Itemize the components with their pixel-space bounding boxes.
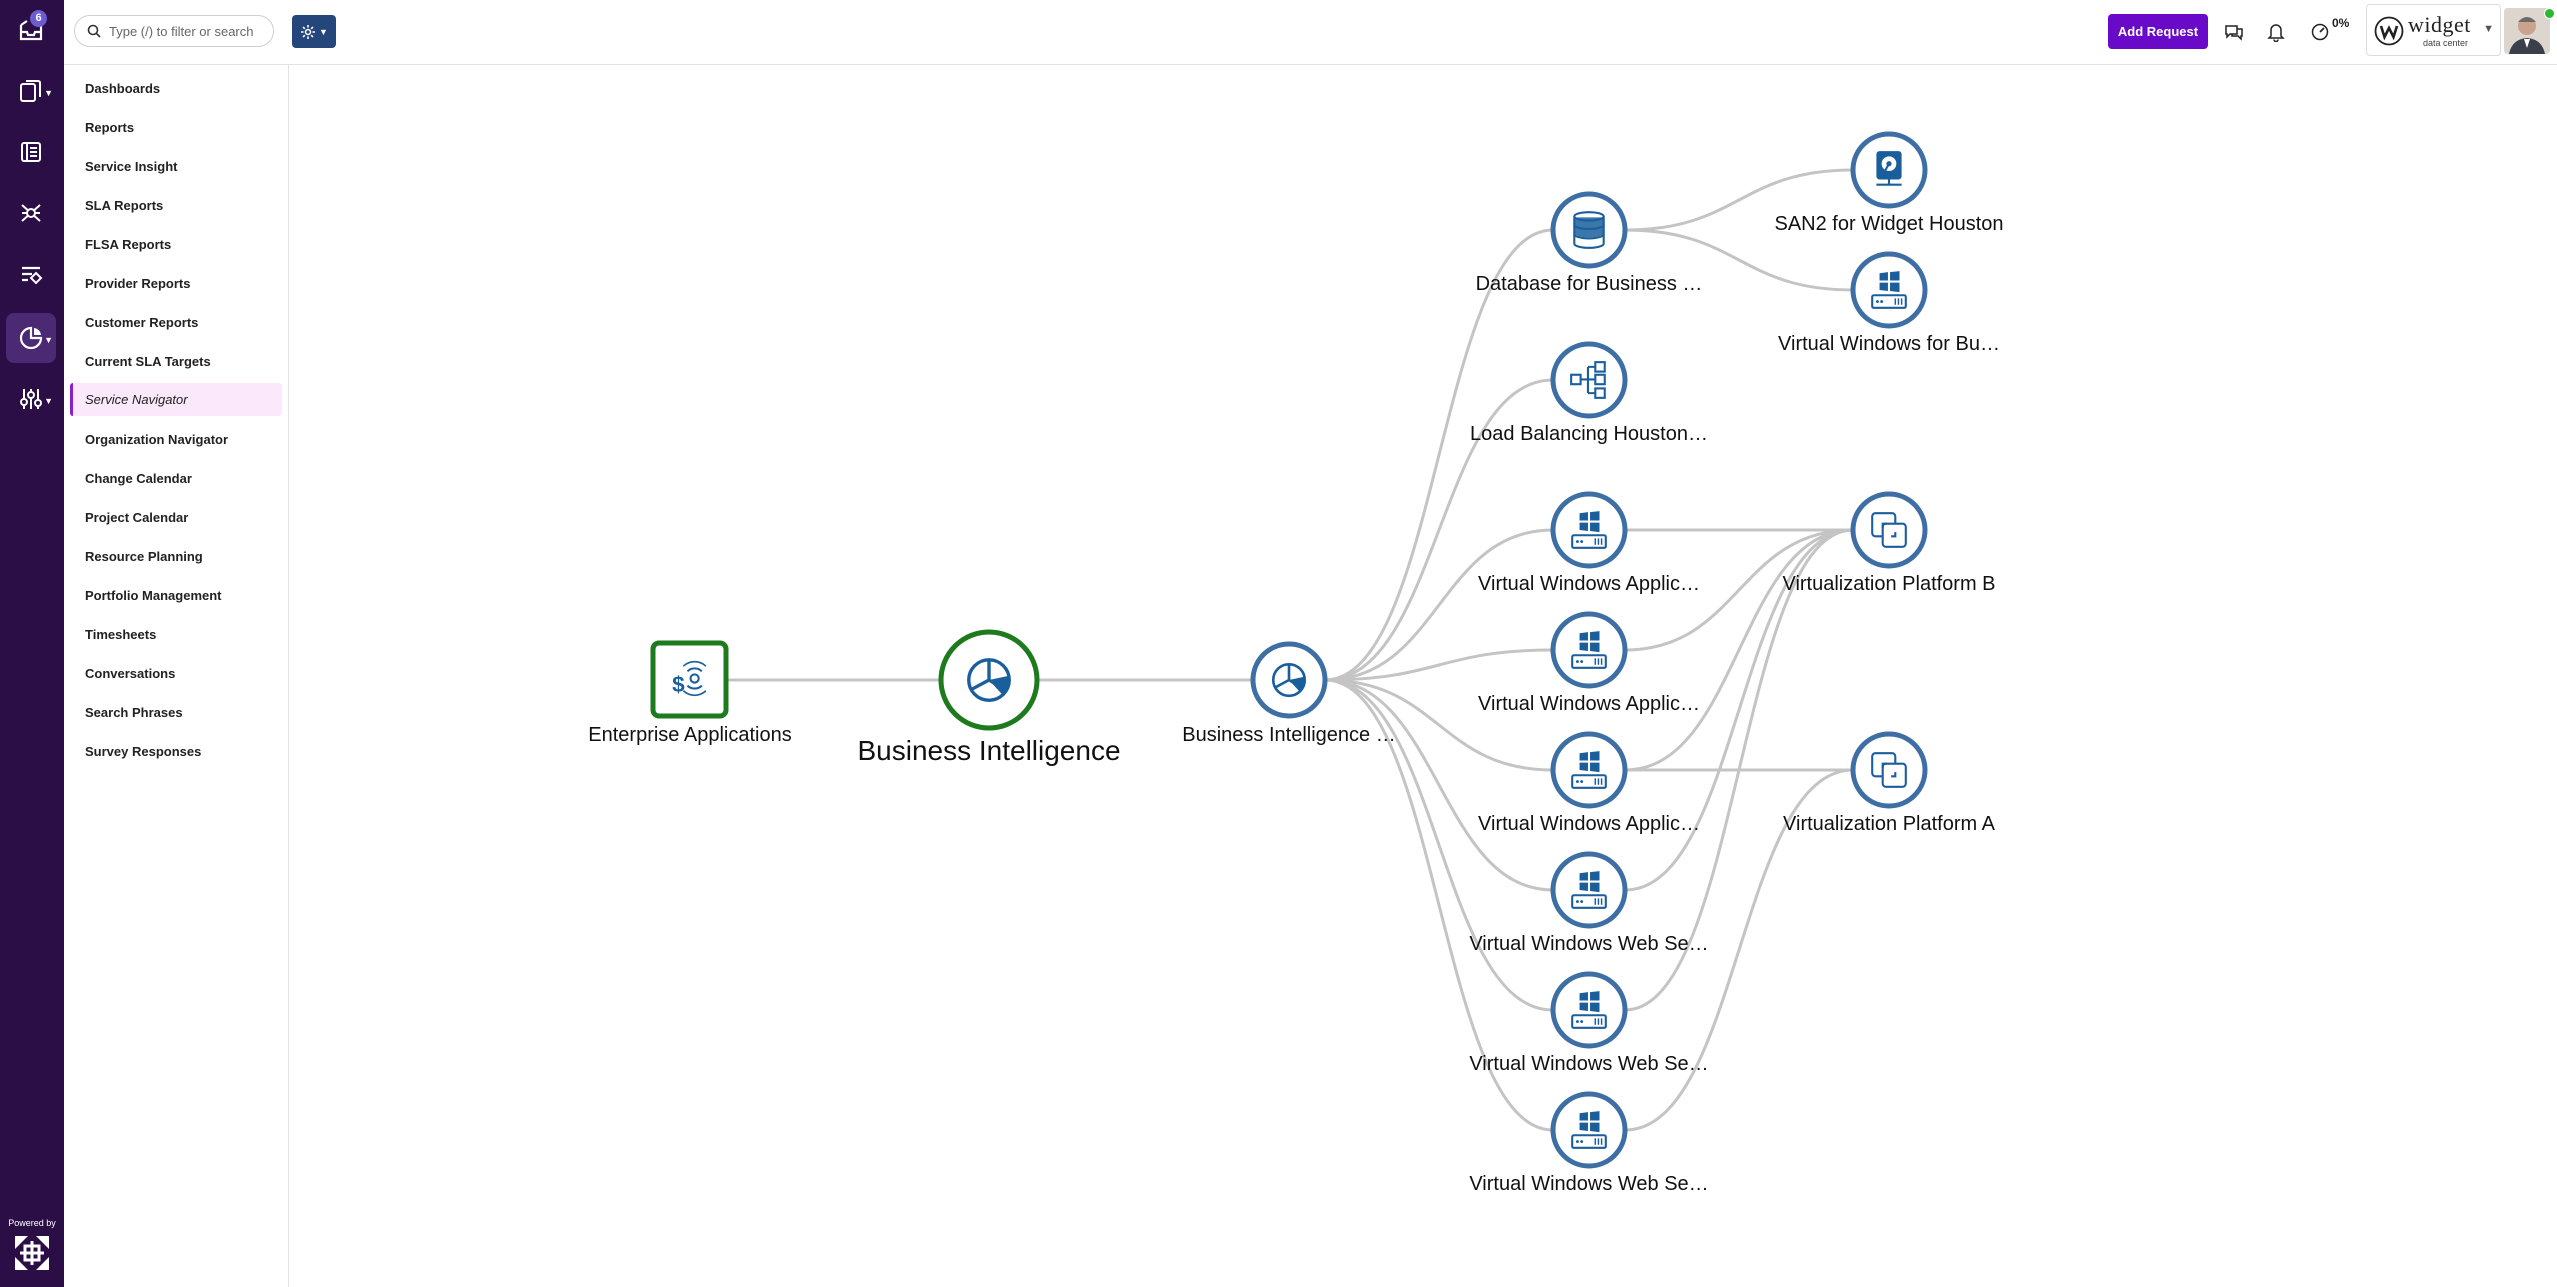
nav-item-portfolio-management[interactable]: Portfolio Management xyxy=(85,588,222,603)
node-label: SAN2 for Widget Houston xyxy=(1775,213,2004,235)
nav-item-search-phrases[interactable]: Search Phrases xyxy=(85,705,183,720)
node-label: Database for Business … xyxy=(1476,273,1703,295)
node-label: Virtualization Platform B xyxy=(1782,573,1995,595)
search-icon xyxy=(87,24,101,38)
sla-percent: 0% xyxy=(2332,16,2350,30)
nav-item-sla-reports[interactable]: SLA Reports xyxy=(85,198,164,213)
node-business-intelligence[interactable]: Business Intelligence xyxy=(857,629,1121,766)
settings-sliders-icon[interactable]: ▼ xyxy=(6,374,56,424)
gear-icon xyxy=(301,24,316,39)
nav-item-current-sla-targets[interactable]: Current SLA Targets xyxy=(85,354,211,369)
powered-by-text: Powered by xyxy=(8,1218,56,1228)
add-request-button[interactable]: Add Request xyxy=(2108,14,2208,49)
user-avatar[interactable] xyxy=(2504,8,2550,54)
nav-item-flsa-reports[interactable]: FLSA Reports xyxy=(85,237,172,252)
nav-item-change-calendar[interactable]: Change Calendar xyxy=(85,471,192,486)
workflow-icon[interactable] xyxy=(6,249,56,299)
edge-bia-db xyxy=(1324,228,1554,682)
nav-item-survey-responses[interactable]: Survey Responses xyxy=(85,744,202,759)
vendor-logo-icon xyxy=(12,1233,52,1278)
caret-down-icon: ▼ xyxy=(44,88,53,98)
node-frame xyxy=(1550,491,1628,569)
caret-down-icon: ▼ xyxy=(2483,23,2494,35)
node-label: Virtual Windows Web Se… xyxy=(1469,1173,1708,1195)
node-label: Virtual Windows for Bu… xyxy=(1778,333,2000,355)
nav-item-service-navigator[interactable]: Service Navigator xyxy=(70,383,282,416)
nav-item-timesheets[interactable]: Timesheets xyxy=(85,627,157,642)
search-input[interactable] xyxy=(107,22,271,40)
node-label: Virtualization Platform A xyxy=(1783,813,1996,835)
node-label: Business Intelligence xyxy=(857,735,1120,766)
search-box[interactable] xyxy=(74,15,274,47)
node-label: Enterprise Applications xyxy=(588,724,791,746)
node-label: Virtual Windows Applic… xyxy=(1478,573,1700,595)
caret-down-icon: ▼ xyxy=(319,26,328,37)
node-san2-widget-houston[interactable]: SAN2 for Widget Houston xyxy=(1775,131,2004,235)
edge-bia-va2 xyxy=(1324,648,1554,682)
caret-down-icon: ▼ xyxy=(44,335,53,345)
widget-logo-icon xyxy=(2374,16,2404,46)
node-virtual-windows-web-2[interactable]: Virtual Windows Web Se… xyxy=(1469,971,1709,1075)
nav-item-service-insight[interactable]: Service Insight xyxy=(85,159,178,174)
node-business-intelligence-ci[interactable]: Business Intelligence … xyxy=(1182,641,1396,746)
node-label: Virtual Windows Web Se… xyxy=(1469,1053,1708,1075)
node-label: Virtual Windows Web Se… xyxy=(1469,933,1708,955)
node-enterprise-applications[interactable]: Enterprise Applications xyxy=(588,640,792,746)
nav-item-organization-navigator[interactable]: Organization Navigator xyxy=(85,432,229,447)
node-frame xyxy=(1550,971,1628,1049)
edge-bia-va1 xyxy=(1324,528,1554,682)
inbox-badge: 6 xyxy=(30,10,47,27)
app-rail: 6 ▼ ▼ ▼ Powered by xyxy=(0,0,64,1287)
node-frame xyxy=(1550,1091,1628,1169)
node-label: Load Balancing Houston… xyxy=(1470,423,1708,445)
top-bar: ▼ Add Request 0% widget data center ▼ xyxy=(64,0,2557,65)
analytics-icon[interactable]: ▼ xyxy=(6,313,56,363)
organization-subtitle: data center xyxy=(2423,38,2469,48)
nav-item-provider-reports[interactable]: Provider Reports xyxy=(85,276,191,291)
online-status-dot xyxy=(2544,8,2555,19)
records-icon[interactable]: ▼ xyxy=(6,66,56,116)
node-frame xyxy=(650,640,729,719)
node-frame xyxy=(1850,251,1928,329)
knowledge-icon[interactable] xyxy=(6,127,56,177)
cmdb-icon[interactable] xyxy=(6,188,56,238)
node-label: Virtual Windows Applic… xyxy=(1478,693,1700,715)
nav-item-customer-reports[interactable]: Customer Reports xyxy=(85,315,199,330)
sla-gauge-icon[interactable] xyxy=(2306,18,2334,46)
node-virtual-windows-app-1[interactable]: Virtual Windows Applic… xyxy=(1478,491,1700,595)
inbox-icon[interactable]: 6 xyxy=(6,5,56,55)
node-label: Virtual Windows Applic… xyxy=(1478,813,1700,835)
edge-va3-vpb xyxy=(1624,528,1854,772)
organization-switcher[interactable]: widget data center ▼ xyxy=(2366,4,2501,56)
node-virtualization-platform-a[interactable]: Virtualization Platform A xyxy=(1783,731,1996,835)
node-virtual-windows-for-bu[interactable]: Virtual Windows for Bu… xyxy=(1778,251,2000,355)
node-virtual-windows-web-3[interactable]: Virtual Windows Web Se… xyxy=(1469,1091,1709,1195)
caret-down-icon: ▼ xyxy=(44,396,53,406)
node-virtual-windows-app-2[interactable]: Virtual Windows Applic… xyxy=(1478,611,1700,715)
node-virtualization-platform-b[interactable]: Virtualization Platform B xyxy=(1782,491,1996,595)
node-frame xyxy=(1550,851,1628,929)
nav-item-dashboards[interactable]: Dashboards xyxy=(85,81,161,96)
analytics-subnav: Dashboards Reports Service Insight SLA R… xyxy=(64,65,289,1287)
node-label: Business Intelligence … xyxy=(1182,724,1395,746)
chat-icon[interactable] xyxy=(2220,18,2248,46)
nav-item-project-calendar[interactable]: Project Calendar xyxy=(85,510,189,525)
node-load-balancing-houston[interactable]: Load Balancing Houston… xyxy=(1470,341,1708,445)
node-database-for-business[interactable]: Database for Business … xyxy=(1476,191,1703,295)
organization-name: widget xyxy=(2408,12,2471,37)
nav-item-reports[interactable]: Reports xyxy=(85,120,135,135)
node-frame xyxy=(1550,611,1628,689)
nav-item-conversations[interactable]: Conversations xyxy=(85,666,176,681)
nav-item-resource-planning[interactable]: Resource Planning xyxy=(85,549,203,564)
node-virtual-windows-web-1[interactable]: Virtual Windows Web Se… xyxy=(1469,851,1709,955)
node-virtual-windows-app-3[interactable]: Virtual Windows Applic… xyxy=(1478,731,1700,835)
bell-icon[interactable] xyxy=(2262,18,2290,46)
view-settings-button[interactable]: ▼ xyxy=(292,15,336,48)
node-frame xyxy=(1550,731,1628,809)
avatar-icon xyxy=(2504,8,2550,54)
